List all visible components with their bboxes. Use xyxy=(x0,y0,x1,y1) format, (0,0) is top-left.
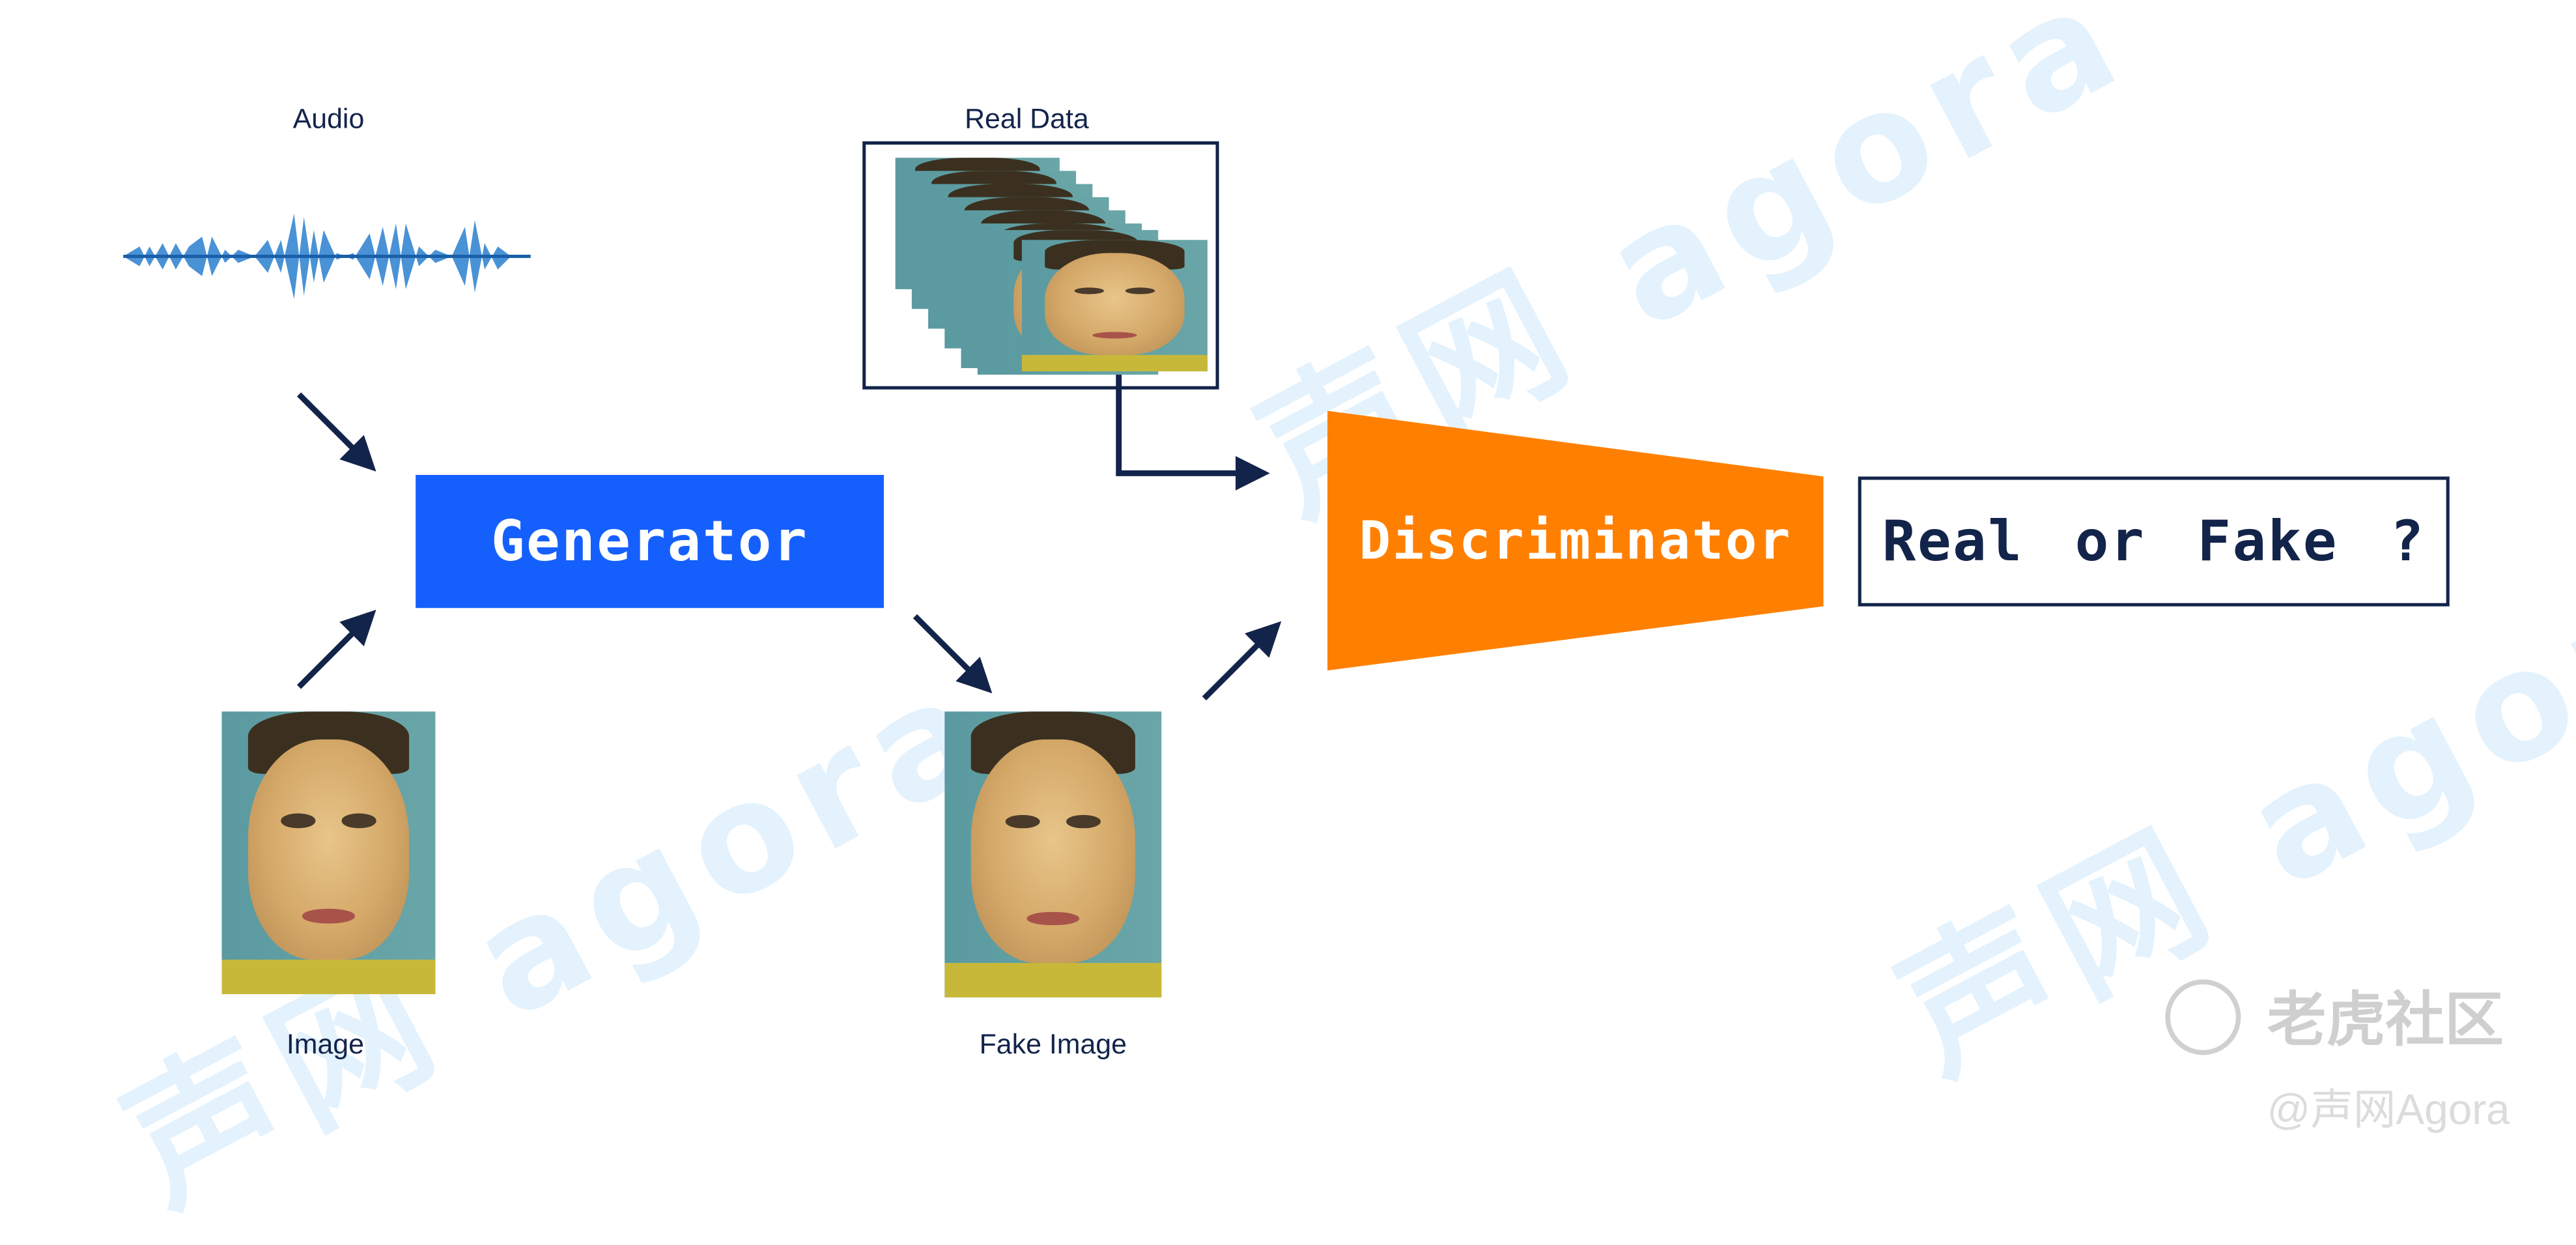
audio-waveform-icon xyxy=(123,213,531,300)
fake-image-label: Fake Image xyxy=(979,1028,1127,1060)
output-box: Real or Fake ? xyxy=(1858,476,2450,607)
image-label: Image xyxy=(286,1028,365,1060)
input-face-image xyxy=(221,711,436,994)
arrow-fake-to-discriminator xyxy=(1202,621,1282,701)
community-watermark: 老虎社区 xyxy=(2267,986,2504,1053)
arrow-image-to-generator xyxy=(296,609,376,689)
audio-label: Audio xyxy=(292,103,365,135)
arrow-audio-to-generator xyxy=(296,392,376,472)
generator-label: Generator xyxy=(490,508,809,575)
real-data-label: Real Data xyxy=(965,103,1089,135)
gan-diagram: 声网 agora 声网 agora 声网 agora Audio Generat… xyxy=(98,0,2576,1237)
output-label: Real or Fake ? xyxy=(1882,508,2426,575)
arrows xyxy=(296,361,1282,701)
generator-block: Generator xyxy=(416,474,884,608)
community-logo-icon xyxy=(2165,979,2241,1055)
real-face-image xyxy=(1021,240,1208,372)
arrow-generator-to-fake xyxy=(913,614,993,694)
real-data-box xyxy=(862,141,1219,390)
handle-watermark: @声网Agora xyxy=(2267,1084,2510,1134)
arrow-real-to-discriminator xyxy=(1116,361,1270,491)
discriminator-label: Discriminator xyxy=(1359,509,1792,572)
fake-face-image xyxy=(944,711,1162,998)
